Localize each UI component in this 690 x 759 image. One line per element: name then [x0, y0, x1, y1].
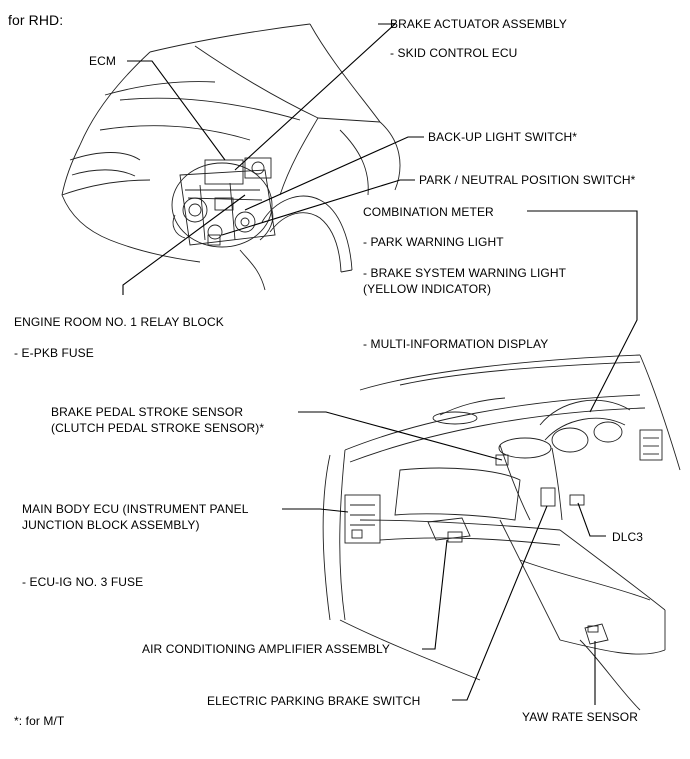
engine-room-relay-block-label: ENGINE ROOM NO. 1 RELAY BLOCK	[14, 315, 224, 329]
ecu-ig-fuse-label: - ECU-IG NO. 3 FUSE	[22, 575, 144, 589]
multi-information-display-label: - MULTI-INFORMATION DISPLAY	[363, 337, 549, 351]
header-label: for RHD:	[8, 12, 64, 28]
park-warning-light-label: - PARK WARNING LIGHT	[363, 235, 504, 249]
brake-pedal-stroke-sensor-label: BRAKE PEDAL STROKE SENSOR	[51, 405, 244, 419]
footnote-label: *: for M/T	[14, 714, 65, 728]
yellow-indicator-label: (YELLOW INDICATOR)	[363, 282, 492, 296]
junction-block-label: JUNCTION BLOCK ASSEMBLY)	[22, 518, 200, 532]
brake-warning-light-label: - BRAKE SYSTEM WARNING LIGHT	[363, 266, 567, 280]
skid-control-ecu-label: - SKID CONTROL ECU	[390, 46, 518, 60]
ecm-label: ECM	[89, 54, 116, 68]
combination-meter-label: COMBINATION METER	[363, 205, 494, 219]
yaw-rate-sensor-label: YAW RATE SENSOR	[522, 710, 638, 724]
dlc3-label: DLC3	[612, 530, 644, 544]
front-car-illustration	[61, 23, 401, 291]
epkb-fuse-label: - E-PKB FUSE	[14, 346, 94, 360]
air-conditioning-amplifier-label: AIR CONDITIONING AMPLIFIER ASSEMBLY	[142, 642, 390, 656]
backup-light-switch-label: BACK-UP LIGHT SWITCH*	[428, 130, 578, 144]
dashboard-illustration	[322, 354, 681, 711]
clutch-pedal-stroke-sensor-label: (CLUTCH PEDAL STROKE SENSOR)*	[51, 421, 265, 435]
brake-actuator-label: BRAKE ACTUATOR ASSEMBLY	[390, 17, 568, 31]
engine-block-illustration	[171, 157, 276, 248]
main-body-ecu-label: MAIN BODY ECU (INSTRUMENT PANEL	[22, 502, 249, 516]
park-neutral-switch-label: PARK / NEUTRAL POSITION SWITCH*	[419, 173, 636, 187]
electric-parking-brake-switch-label: ELECTRIC PARKING BRAKE SWITCH	[207, 694, 421, 708]
